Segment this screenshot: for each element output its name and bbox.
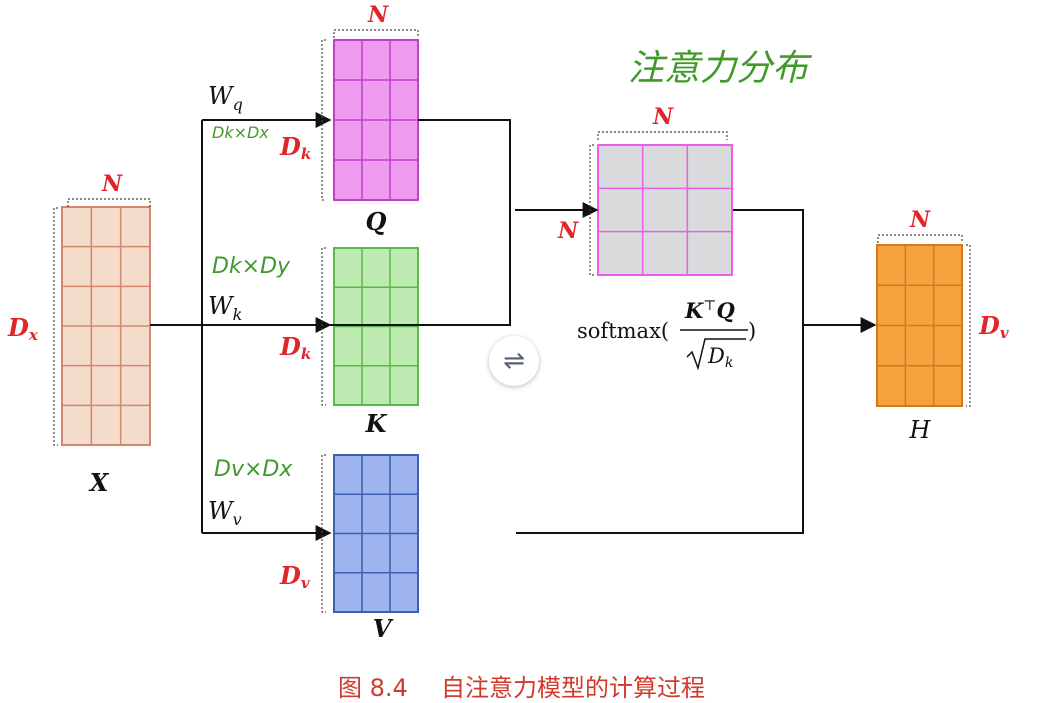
h-dv-label: Dv [978, 311, 1009, 342]
caption-number: 图 8.4 [337, 674, 408, 702]
caption-title-rest: 模型的计算过程 [537, 674, 706, 702]
attention-n-top-label: N [652, 104, 674, 130]
x-matrix-label: X [88, 468, 110, 497]
q-out-line [418, 119, 511, 210]
wk-label: Wk [208, 292, 242, 324]
wq-label: Wq [208, 82, 243, 114]
sqrt-sign [686, 338, 746, 371]
caption-title-main: 自注意力 [441, 674, 538, 702]
wv-dims-note: Dv×Dx [214, 457, 293, 482]
v-out-line [516, 325, 804, 534]
attention-n-left-label: N [557, 218, 579, 244]
wq-dims-note: Dk×Dx [212, 123, 269, 142]
swap-icon: ⇌ [503, 346, 525, 376]
h-matrix [876, 244, 963, 407]
q-dk-label: Dk [279, 132, 311, 163]
attention-out-line [733, 209, 804, 325]
softmax-prefix: softmax( [577, 319, 669, 343]
h-n-label: N [909, 207, 931, 233]
softmax-suffix: ) [748, 319, 756, 343]
attention-distribution-note: 注意力分布 [628, 48, 813, 89]
h-matrix-label: H [909, 416, 932, 444]
v-matrix-label: V [373, 614, 394, 643]
softmax-numerator: K⊤Q [684, 298, 735, 323]
v-dv-label: Dv [279, 561, 310, 592]
v-matrix [333, 454, 419, 613]
figure-caption: 图 8.4 自注意力模型的计算过程 [0, 668, 1043, 703]
k-out-line [418, 210, 511, 326]
k-matrix-label: K [365, 409, 388, 438]
k-matrix [333, 247, 419, 406]
connector-lines [150, 112, 877, 541]
dx-label: Dx [7, 313, 39, 344]
swap-button[interactable]: ⇌ [489, 336, 539, 386]
attention-matrix [597, 144, 733, 276]
softmax-denominator: Dk [707, 344, 733, 371]
q-matrix-label: Q [366, 207, 387, 236]
wk-dims-note: Dk×Dy [212, 254, 291, 279]
q-n-label: N [367, 2, 389, 28]
dimension-brackets [53, 29, 971, 613]
x-matrix [61, 206, 151, 446]
softmax-formula: softmax( K⊤Q Dk ) [577, 298, 756, 371]
wv-label: Wv [208, 497, 242, 529]
x-n-label: N [101, 171, 123, 197]
k-dk-label: Dk [279, 332, 311, 363]
q-matrix [333, 39, 419, 201]
